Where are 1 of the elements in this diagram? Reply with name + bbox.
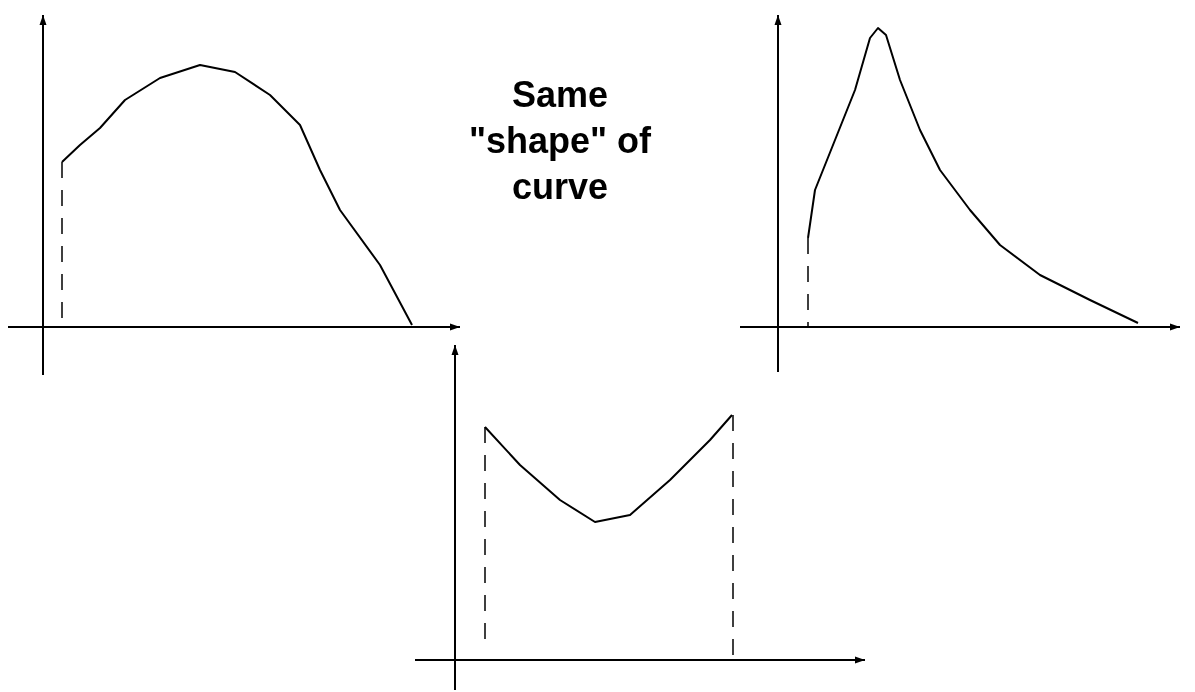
heading-text: Same "shape" of curve bbox=[467, 73, 653, 209]
